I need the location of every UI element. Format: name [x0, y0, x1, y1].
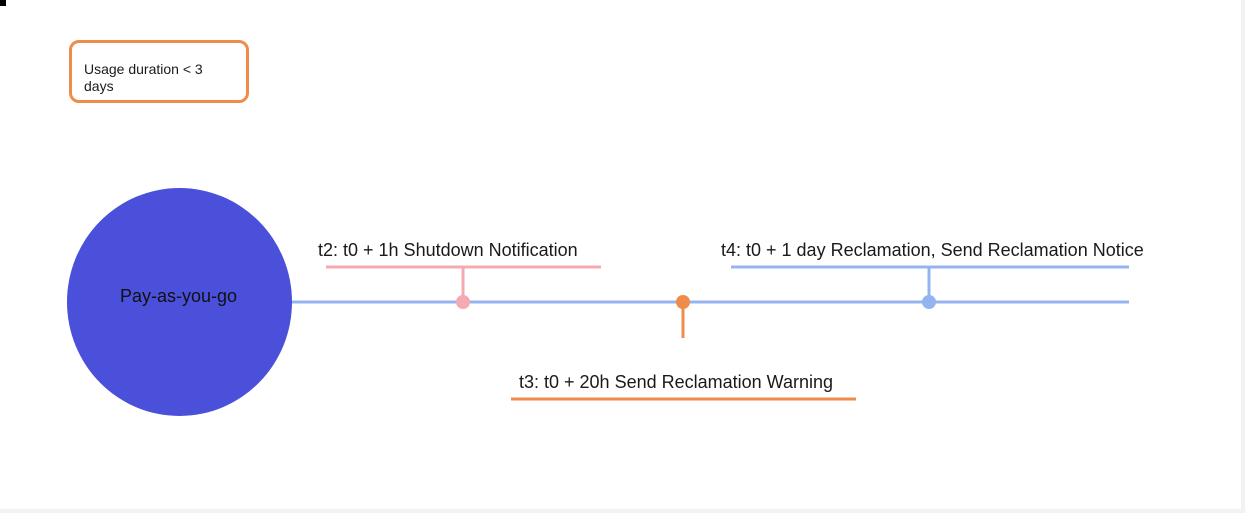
corner-mark	[0, 0, 6, 6]
t4-label: t4: t0 + 1 day Reclamation, Send Reclama…	[721, 240, 1144, 260]
t3-dot	[676, 295, 690, 309]
condition-box: Usage duration < 3 days	[69, 40, 249, 103]
condition-text: Usage duration < 3 days	[84, 61, 203, 94]
right-edge-strip	[1241, 0, 1245, 513]
t2-label: t2: t0 + 1h Shutdown Notification	[318, 240, 578, 260]
t2-dot	[456, 295, 470, 309]
t3-label: t3: t0 + 20h Send Reclamation Warning	[519, 372, 834, 392]
bottom-edge-strip	[0, 509, 1245, 513]
pay-as-you-go-circle: Pay-as-you-go	[67, 188, 292, 416]
pay-as-you-go-label: Pay-as-you-go	[119, 285, 238, 306]
t4-dot	[922, 295, 936, 309]
